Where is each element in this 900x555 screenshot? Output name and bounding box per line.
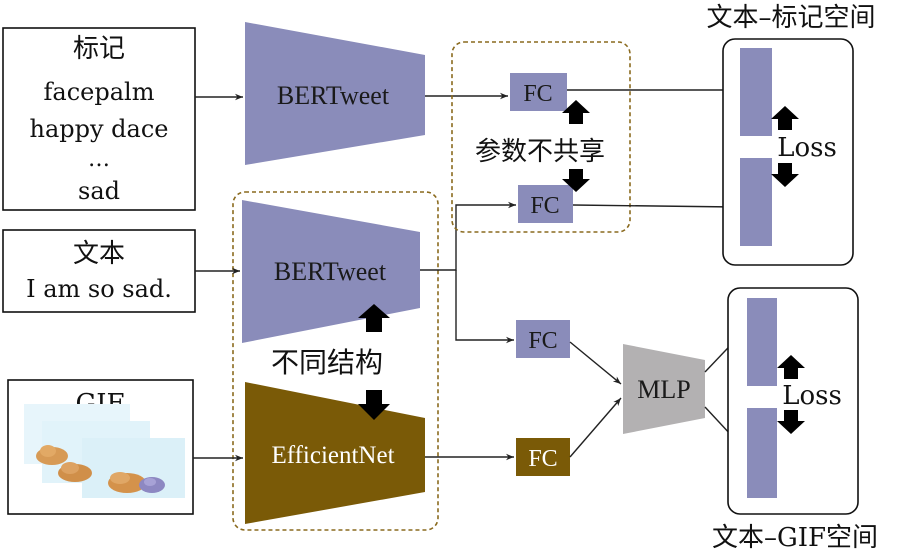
params-not-shared-annotation: 参数不共享 xyxy=(475,100,605,192)
text-gif-space-title: 文本–GIF空间 xyxy=(712,523,878,553)
text-input-title: 文本 xyxy=(73,239,125,269)
different-structure-annotation: 不同结构 xyxy=(271,304,390,420)
label-item: … xyxy=(88,147,110,172)
encoder-group-dashed-box xyxy=(232,191,439,531)
label-item: sad xyxy=(78,177,120,205)
fc-label-head: FC xyxy=(510,73,567,111)
bertweet-top-encoder: BERTweet xyxy=(245,22,425,165)
fc-text-gif-head: FC xyxy=(516,320,570,358)
down-arrow-icon xyxy=(777,410,805,434)
text-gif-loss: Loss xyxy=(782,381,842,411)
bertweet-top-label: BERTweet xyxy=(277,81,390,110)
label-input-title: 标记 xyxy=(73,34,125,64)
arrow-fc-text-to-space xyxy=(572,203,737,211)
up-arrow-icon xyxy=(358,304,390,332)
text-input-box: 文本 I am so sad. xyxy=(2,229,196,313)
text-label-loss: Loss xyxy=(777,133,837,163)
fc-text-gif-text: FC xyxy=(528,328,557,354)
arrow-fc-text-to-mlp xyxy=(569,341,622,385)
params-not-shared-dashed-box xyxy=(451,41,631,233)
label-item: happy dace xyxy=(30,115,169,143)
label-item: facepalm xyxy=(44,78,155,106)
fc-label-text: FC xyxy=(523,81,552,107)
arrow-bertweet-to-fc-text-label xyxy=(420,201,516,271)
gif-frames-image xyxy=(24,404,185,498)
fc-gif-head: FC xyxy=(516,438,570,476)
fc-text-label-head: FC xyxy=(518,185,573,223)
text-embedding-bar xyxy=(747,298,777,386)
different-structure-label: 不同结构 xyxy=(271,346,383,379)
efficientnet-label: EfficientNet xyxy=(271,442,394,469)
efficientnet-encoder: EfficientNet xyxy=(245,382,425,524)
fc-gif-text: FC xyxy=(528,446,557,472)
gif-embedding-bar xyxy=(747,408,777,498)
mlp-block: MLP xyxy=(623,344,705,434)
text-embedding-bar xyxy=(740,158,772,246)
up-arrow-icon xyxy=(777,355,805,379)
label-input-box: 标记 facepalm happy dace … sad xyxy=(2,27,196,211)
up-arrow-icon xyxy=(562,100,590,124)
bertweet-mid-encoder: BERTweet xyxy=(242,200,420,343)
params-not-shared-label: 参数不共享 xyxy=(475,137,605,167)
down-arrow-icon xyxy=(771,163,799,187)
text-label-space-title: 文本–标记空间 xyxy=(706,3,875,33)
mlp-label: MLP xyxy=(637,375,690,404)
text-label-space: 文本–标记空间 Loss xyxy=(706,3,876,266)
fc-text-label-text: FC xyxy=(530,193,559,219)
label-embedding-bar xyxy=(740,48,772,136)
down-arrow-icon xyxy=(358,390,390,420)
text-gif-space: Loss 文本–GIF空间 xyxy=(712,287,878,553)
bertweet-mid-label: BERTweet xyxy=(274,257,387,286)
arrow-bertweet-to-fc-text-gif xyxy=(455,270,514,344)
text-input-sentence: I am so sad. xyxy=(26,275,172,303)
down-arrow-icon xyxy=(562,169,590,192)
arrow-fc-gif-to-mlp xyxy=(569,397,622,458)
up-arrow-icon xyxy=(771,106,799,130)
gif-input-box: GIF xyxy=(7,379,194,515)
